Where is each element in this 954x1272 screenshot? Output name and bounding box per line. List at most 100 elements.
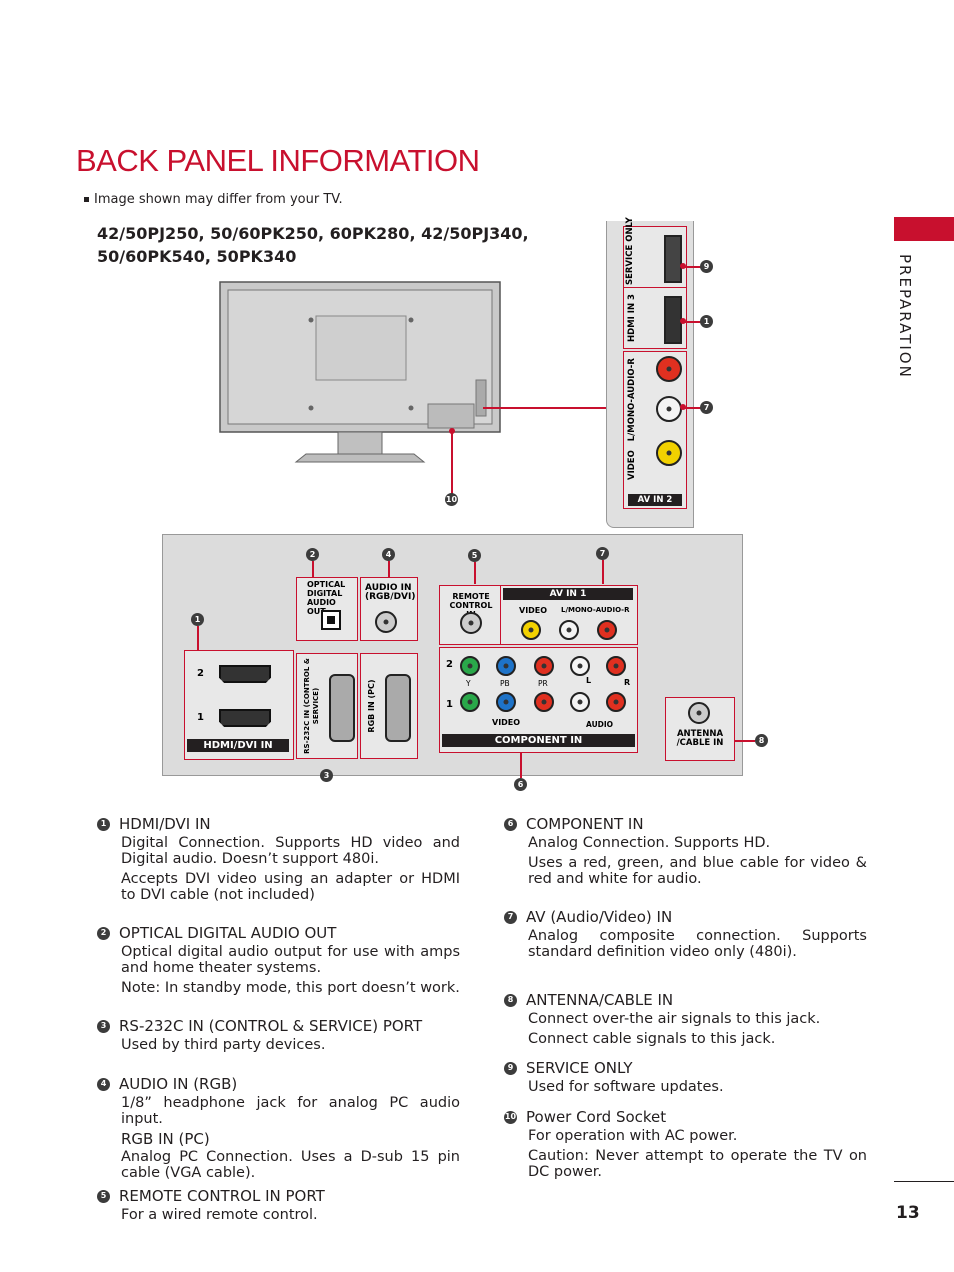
antenna-box: ANTENNA /CABLE IN	[665, 697, 735, 761]
rgb-port-icon	[385, 674, 411, 742]
comp2-r-jack	[606, 656, 626, 676]
item-line: For a wired remote control.	[121, 1207, 318, 1223]
optical-port-icon	[321, 610, 341, 630]
marker-5-leader	[474, 562, 476, 584]
marker-3: 3	[320, 769, 333, 782]
marker-1-side: 1	[700, 315, 713, 328]
comp2-y-jack	[460, 656, 480, 676]
marker-7-side-leader	[683, 407, 701, 409]
marker-4-leader	[388, 561, 390, 577]
item-line: 1/8” headphone jack for analog PC audio …	[121, 1095, 460, 1127]
service-port-icon	[664, 235, 682, 283]
item-line: Analog PC Connection. Uses a D-sub 15 pi…	[121, 1149, 460, 1181]
item-line: Accepts DVI video using an adapter or HD…	[121, 871, 460, 903]
hdmi-dvi-box: 2 1 HDMI/DVI IN	[184, 650, 294, 760]
bullet-square-icon	[84, 197, 89, 202]
models-line-2: 50/60PK540, 50PK340	[97, 247, 297, 266]
remote-jack	[460, 612, 482, 634]
item-number: 6	[504, 817, 517, 831]
item-number: 3	[97, 1019, 110, 1033]
rgb-in-label: RGB IN (PC)	[367, 679, 376, 733]
comp1-y-jack	[460, 692, 480, 712]
av-in-1-box: AV IN 1 VIDEO L/MONO-AUDIO-R	[500, 585, 638, 645]
av1-audio-r-jack	[597, 620, 617, 640]
marker-4: 4	[382, 548, 395, 561]
model-list: 42/50PJ250, 50/60PK250, 60PK280, 42/50PJ…	[97, 222, 567, 268]
marker-1-side-leader	[683, 321, 701, 323]
rs232-port-icon	[329, 674, 355, 742]
av1-audio-label: L/MONO-AUDIO-R	[561, 606, 630, 614]
image-note: Image shown may differ from your TV.	[84, 192, 343, 207]
comp-l-label: L	[586, 676, 592, 685]
item-number: 7	[504, 910, 517, 924]
item-line: Optical digital audio output for use wit…	[121, 944, 460, 976]
comp-pb-label: PB	[500, 679, 510, 688]
item-number: 10	[504, 1110, 517, 1124]
footer-rule	[894, 1181, 954, 1182]
comp1-r-jack	[606, 692, 626, 712]
comp1-l-jack	[570, 692, 590, 712]
comp2-pr-jack	[534, 656, 554, 676]
remote-control-box: REMOTE CONTROL IN	[439, 585, 501, 645]
side-panel: SERVICE ONLY HDMI IN 3 VIDEO L/MONO-AUDI…	[606, 217, 694, 528]
hdmi-2-port-icon	[219, 665, 271, 683]
comp-r-label: R	[624, 678, 631, 687]
av-in-1-label: AV IN 1	[503, 588, 633, 600]
item-number: 9	[504, 1061, 517, 1075]
item-line: Analog composite connection. Supports st…	[528, 928, 867, 960]
component-in-label: COMPONENT IN	[442, 734, 635, 747]
comp-y-label: Y	[466, 679, 471, 688]
item-title: Power Cord Socket	[526, 1108, 667, 1126]
comp2-pb-jack	[496, 656, 516, 676]
item-line: Connect over-the air signals to this jac…	[528, 1011, 821, 1027]
service-only-box: SERVICE ONLY	[623, 217, 687, 288]
marker-1-leader	[197, 626, 199, 650]
av2-labels: VIDEO L/MONO-AUDIO-R	[627, 358, 637, 480]
marker-5: 5	[468, 549, 481, 562]
power-socket-leader	[451, 431, 453, 495]
note-text: Image shown may differ from your TV.	[94, 192, 343, 207]
hdmi-1-port-icon	[219, 709, 271, 727]
marker-2: 2	[306, 548, 319, 561]
hdmi-in-3-label: HDMI IN 3	[627, 294, 637, 342]
marker-6-leader	[520, 752, 522, 778]
rgb-in-box: RGB IN (PC)	[360, 653, 418, 759]
item-title: AV (Audio/Video) IN	[526, 908, 673, 926]
marker-8: 8	[755, 734, 768, 747]
optical-box: OPTICAL DIGITAL AUDIO OUT	[296, 577, 358, 641]
marker-7-side: 7	[700, 401, 713, 414]
item-line: Connect cable signals to this jack.	[528, 1031, 776, 1047]
item-number: 4	[97, 1077, 110, 1091]
comp-video-label: VIDEO	[492, 718, 521, 727]
marker-7-leader	[602, 560, 604, 584]
item-title: HDMI/DVI IN	[119, 815, 211, 833]
comp1-pr-jack	[534, 692, 554, 712]
item-title: SERVICE ONLY	[526, 1059, 633, 1077]
item-subtitle: RGB IN (PC)	[121, 1130, 210, 1148]
item-number: 2	[97, 926, 110, 940]
marker-6: 6	[514, 778, 527, 791]
comp-2-label: 2	[446, 659, 453, 670]
video-jack	[656, 440, 682, 466]
item-line: Analog Connection. Supports HD.	[528, 835, 771, 851]
audio-in-label: AUDIO IN (RGB/DVI)	[365, 583, 416, 602]
marker-9-leader	[683, 266, 701, 268]
marker-1: 1	[191, 613, 204, 626]
hdmi-dvi-in-label: HDMI/DVI IN	[187, 739, 289, 752]
item-number: 8	[504, 993, 517, 1007]
av1-video-jack	[521, 620, 541, 640]
av1-audio-l-jack	[559, 620, 579, 640]
item-line: Used for software updates.	[528, 1079, 724, 1095]
item-line: Note: In standby mode, this port doesn’t…	[121, 980, 460, 996]
marker-9: 9	[700, 260, 713, 273]
component-in-box: 2 1 Y PB PR L R VIDEO AUDIO COMPONENT IN	[439, 647, 638, 753]
comp1-pb-jack	[496, 692, 516, 712]
marker-2-leader	[312, 561, 314, 577]
